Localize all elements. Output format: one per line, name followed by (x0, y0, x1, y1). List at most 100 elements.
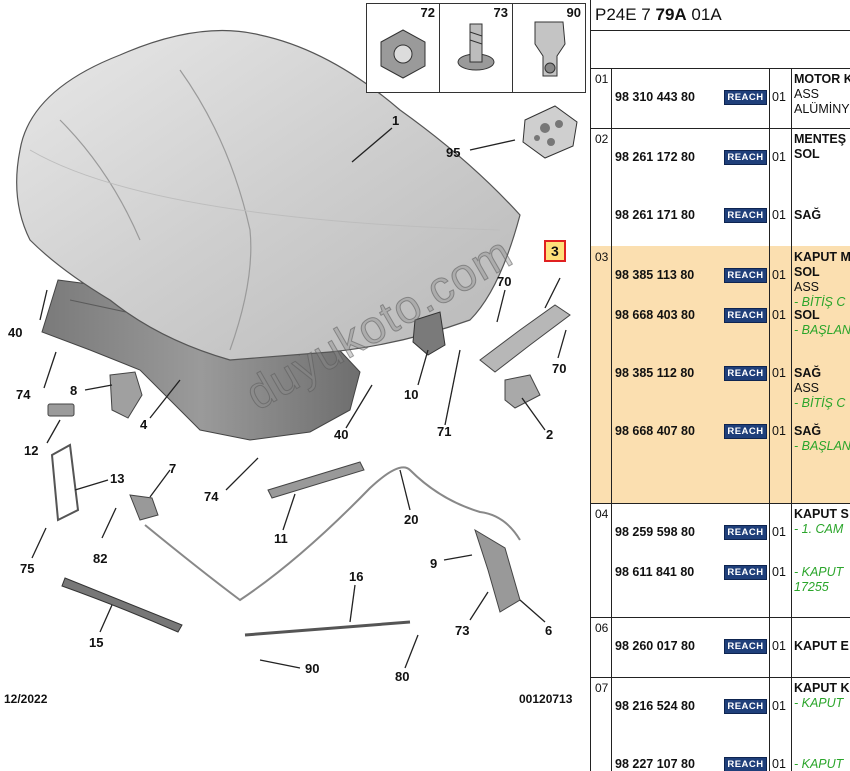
part-qty: 01 (772, 757, 786, 771)
part-description: KAPUT S- 1. CAM (794, 507, 849, 537)
part-number[interactable]: 98 261 172 80 (615, 150, 695, 164)
callout-1[interactable]: 1 (392, 113, 400, 128)
group-rule (591, 503, 850, 504)
callout-11[interactable]: 11 (274, 531, 288, 546)
callout-75[interactable]: 75 (20, 561, 35, 576)
clip-icon (534, 21, 566, 77)
desc-line: SAĞ (794, 208, 822, 222)
thumb-72[interactable]: 72 (367, 4, 440, 92)
leader-lines (31, 127, 567, 669)
callout-4[interactable]: 4 (140, 417, 148, 432)
reach-badge: REACH (724, 268, 767, 283)
col-rule-2 (769, 68, 770, 771)
callout-10[interactable]: 10 (404, 387, 419, 402)
group-number: 02 (595, 132, 609, 146)
part-number[interactable]: 98 668 407 80 (615, 424, 695, 438)
part-number[interactable]: 98 216 524 80 (615, 699, 695, 713)
group-number: 04 (595, 507, 609, 521)
nut-icon (380, 29, 426, 79)
callout-40[interactable]: 40 (8, 325, 23, 340)
callout-82[interactable]: 82 (93, 551, 108, 566)
callout-40b[interactable]: 40 (334, 427, 349, 442)
thumb-90[interactable]: 90 (513, 4, 585, 92)
part-number[interactable]: 98 668 403 80 (615, 308, 695, 322)
group-number: 03 (595, 250, 609, 264)
callout-3-selected[interactable]: 3 (544, 240, 566, 262)
callout-95[interactable]: 95 (446, 145, 461, 160)
reach-badge: REACH (724, 308, 767, 323)
desc-line: MENTEŞ (794, 132, 847, 146)
part-number[interactable]: 98 259 598 80 (615, 525, 695, 539)
callout-8[interactable]: 8 (70, 383, 78, 398)
part-number[interactable]: 98 385 113 80 (615, 268, 695, 282)
callout-9[interactable]: 9 (430, 556, 438, 571)
part-number[interactable]: 98 261 171 80 (615, 208, 695, 222)
reach-badge: REACH (724, 366, 767, 381)
callout-6[interactable]: 6 (545, 623, 553, 638)
desc-line: 17255 (794, 580, 829, 594)
callout-74b[interactable]: 74 (204, 489, 219, 504)
part-number[interactable]: 98 260 017 80 (615, 639, 695, 653)
callout-2[interactable]: 2 (546, 427, 554, 442)
desc-line: - KAPUT (794, 696, 844, 710)
callout-90[interactable]: 90 (305, 661, 320, 676)
callout-16[interactable]: 16 (349, 569, 364, 584)
thumb-73[interactable]: 73 (440, 4, 513, 92)
part-qty: 01 (772, 208, 786, 222)
desc-line: SOL (794, 147, 820, 161)
part-description: SOL- BAŞLAN (794, 308, 850, 338)
callout-7[interactable]: 7 (169, 461, 177, 476)
group-rule (591, 677, 850, 678)
desc-line: - KAPUT (794, 757, 844, 771)
callout-73[interactable]: 73 (455, 623, 470, 638)
callout-70b[interactable]: 70 (552, 361, 567, 376)
callout-20[interactable]: 20 (404, 512, 419, 527)
group-rule (591, 128, 850, 129)
part-number[interactable]: 98 611 841 80 (615, 565, 695, 579)
clip-kit-icon (522, 105, 578, 159)
callout-15[interactable]: 15 (89, 635, 104, 650)
desc-line: ASS (794, 381, 820, 395)
desc-line: KAPUT M (794, 250, 850, 264)
desc-line: ASS (794, 87, 820, 101)
part-description: KAPUT K- KAPUT (794, 681, 850, 711)
callout-74[interactable]: 74 (16, 387, 31, 402)
header-prefix: P24E 7 (595, 5, 651, 24)
callout-13[interactable]: 13 (110, 471, 125, 486)
callout-71[interactable]: 71 (437, 424, 452, 439)
callout-80[interactable]: 80 (395, 669, 410, 684)
part-number[interactable]: 98 385 112 80 (615, 366, 695, 380)
part-qty: 01 (772, 525, 786, 539)
desc-line: - BAŞLAN (794, 323, 850, 337)
desc-line: ASS (794, 280, 820, 294)
part-qty: 01 (772, 268, 786, 282)
callout-12[interactable]: 12 (24, 443, 39, 458)
part-number[interactable]: 98 310 443 80 (615, 90, 695, 104)
callout-70[interactable]: 70 (497, 274, 512, 289)
desc-line: ALÜMİNY (794, 102, 850, 116)
header-suffix: 01A (691, 5, 722, 24)
part-number[interactable]: 98 227 107 80 (615, 757, 695, 771)
